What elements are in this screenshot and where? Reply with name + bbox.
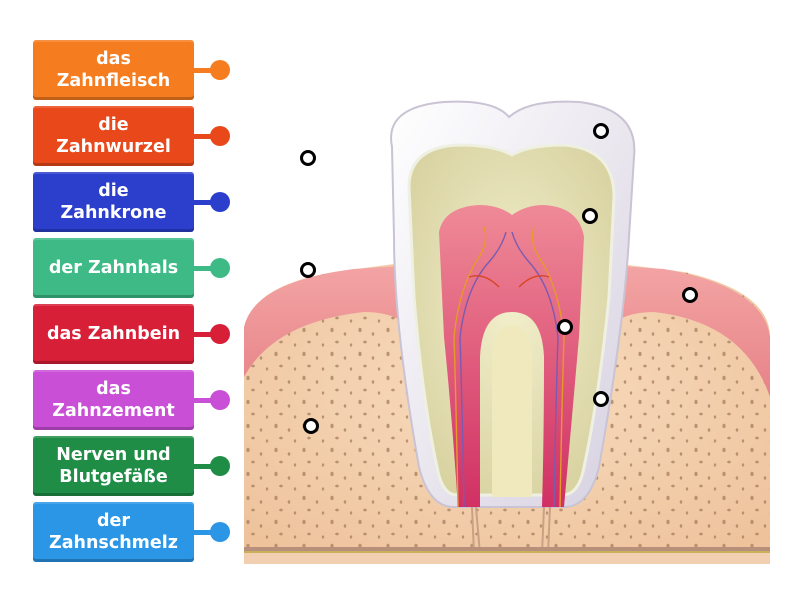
label-text: das <box>96 49 131 69</box>
drop-target-pin-7[interactable] <box>593 391 609 407</box>
drag-handle[interactable] <box>210 324 230 344</box>
tooth-illustration <box>244 100 770 564</box>
label-text: das <box>96 379 131 399</box>
drop-target-pin-4[interactable] <box>300 262 316 278</box>
label-text: der <box>96 511 130 531</box>
label-text: Zahnschmelz <box>49 533 178 553</box>
label-text: die <box>98 115 129 135</box>
connector-line <box>193 266 215 271</box>
drop-target-pin-1[interactable] <box>300 150 316 166</box>
label-text: das Zahnbein <box>46 324 181 344</box>
drop-target-pin-6[interactable] <box>557 319 573 335</box>
connector-line <box>193 464 215 469</box>
connector-line <box>193 530 215 535</box>
drop-target-pin-5[interactable] <box>682 287 698 303</box>
label-text: Zahnwurzel <box>56 137 171 157</box>
connector-line <box>193 398 215 403</box>
connector-line <box>193 68 215 73</box>
label-text: Zahnzement <box>52 401 175 421</box>
drag-handle[interactable] <box>210 456 230 476</box>
tooth-diagram-image <box>244 37 770 564</box>
drop-target-pin-2[interactable] <box>593 123 609 139</box>
label-text: Blutgefäße <box>59 467 168 487</box>
label-text: die <box>98 181 129 201</box>
connector-line <box>193 332 215 337</box>
label-text: der Zahnhals <box>48 258 179 278</box>
connector-line <box>193 134 215 139</box>
label-zahnhals[interactable]: der Zahnhals <box>33 238 233 298</box>
drag-handle[interactable] <box>210 192 230 212</box>
label-zahnbein[interactable]: das Zahnbein <box>33 304 233 364</box>
label-text: Nerven und <box>56 445 171 465</box>
label-text: Zahnkrone <box>60 203 167 223</box>
label-text: Zahnfleisch <box>56 71 171 91</box>
connector-line <box>193 200 215 205</box>
drag-handle[interactable] <box>210 522 230 542</box>
drag-handle[interactable] <box>210 126 230 146</box>
drop-target-pin-3[interactable] <box>582 208 598 224</box>
drag-handle[interactable] <box>210 258 230 278</box>
label-button-zahnbein[interactable]: das Zahnbein <box>33 304 194 364</box>
label-button-zahnhals[interactable]: der Zahnhals <box>33 238 194 298</box>
drop-target-pin-8[interactable] <box>303 418 319 434</box>
drag-handle[interactable] <box>210 60 230 80</box>
drag-handle[interactable] <box>210 390 230 410</box>
